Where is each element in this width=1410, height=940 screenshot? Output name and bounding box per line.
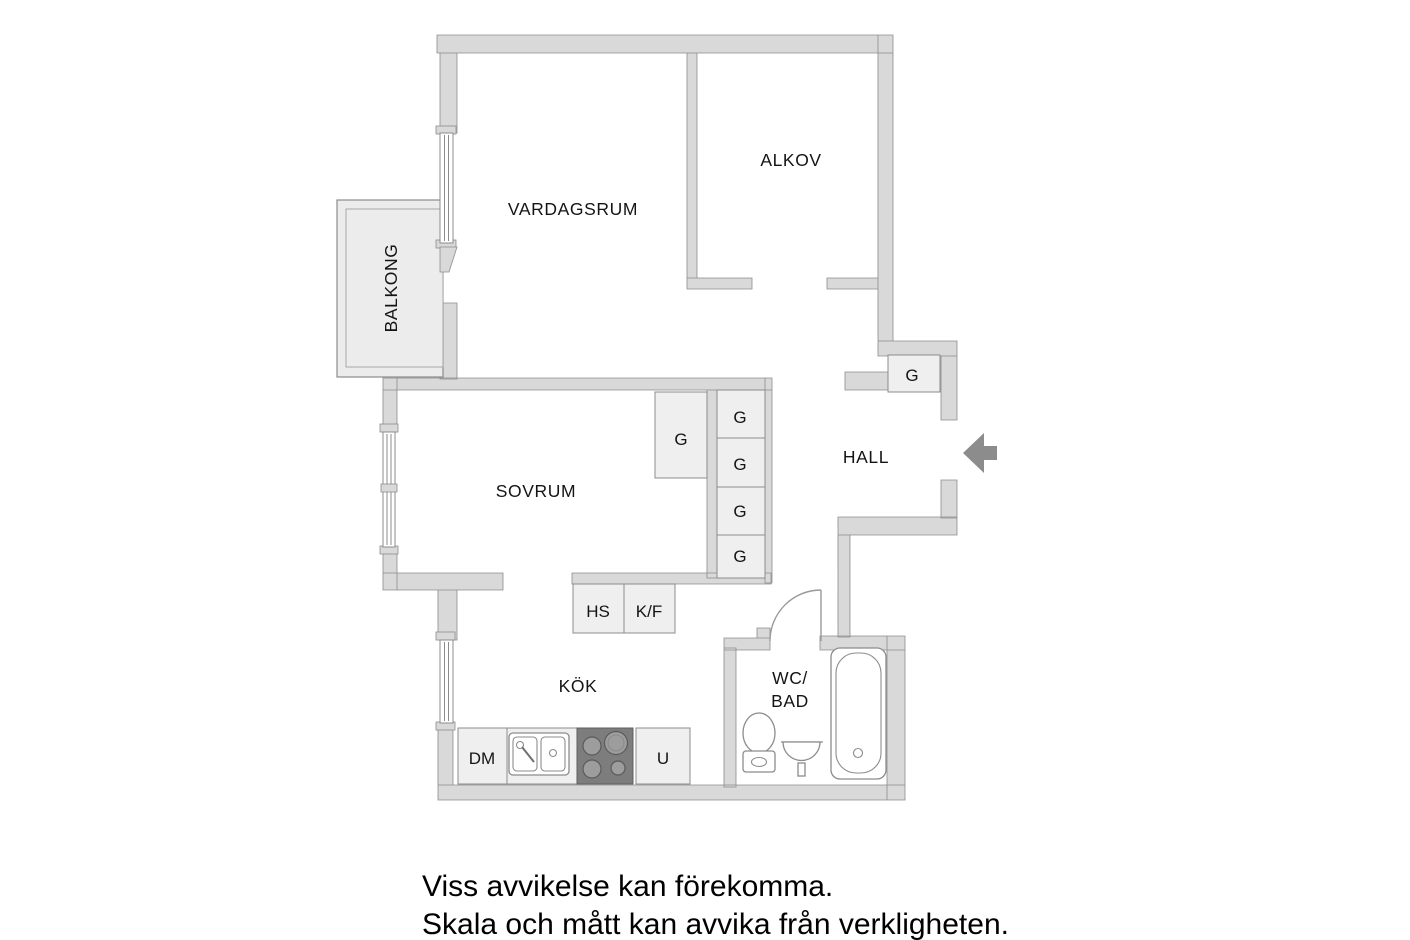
label-wardrobe-2: G <box>733 455 746 474</box>
closets <box>572 354 941 634</box>
fridge-freezer-cabinet <box>623 583 676 634</box>
disclaimer-line-1: Viss avvikelse kan förekomma. <box>422 870 833 903</box>
stove-icon <box>576 727 634 785</box>
room-label-balcony: BALKONG <box>381 244 401 333</box>
label-kitchen-unit: U <box>657 749 669 768</box>
labels: VARDAGSRUM ALKOV BALKONG SOVRUM HALL KÖK… <box>381 150 919 768</box>
kitchen-window <box>439 639 454 724</box>
dishwasher <box>457 727 508 785</box>
label-hall-wardrobe: G <box>905 366 918 385</box>
label-wardrobe-3: G <box>733 502 746 521</box>
disclaimer-line-2: Skala och mått kan avvika från verklighe… <box>422 908 1009 940</box>
room-label-bathroom-2: BAD <box>771 691 809 711</box>
room-label-kitchen: KÖK <box>559 676 598 696</box>
washbasin-icon <box>781 741 823 777</box>
sink-icon <box>508 732 570 776</box>
disclaimer: Viss avvikelse kan förekomma. Skala och … <box>422 870 1009 940</box>
room-label-alcove: ALKOV <box>760 150 821 170</box>
label-wardrobe-1: G <box>733 408 746 427</box>
balcony <box>336 199 444 378</box>
label-wardrobe-4: G <box>733 547 746 566</box>
toilet-icon <box>742 712 776 773</box>
label-linen-cabinet: HS <box>586 602 610 621</box>
balcony-floor <box>345 208 444 368</box>
label-bedroom-wardrobe: G <box>674 430 687 449</box>
bedroom-wardrobe <box>654 391 708 479</box>
balcony-door <box>439 246 458 273</box>
room-label-living-room: VARDAGSRUM <box>508 199 638 219</box>
hall-wardrobe <box>887 354 941 393</box>
room-label-hall: HALL <box>843 447 889 467</box>
kitchen-unit <box>635 727 691 785</box>
entrance-arrow-icon <box>963 433 997 473</box>
room-label-bedroom: SOVRUM <box>496 481 576 501</box>
bathtub-icon <box>830 647 887 780</box>
room-label-bathroom-1: WC/ <box>772 668 808 688</box>
label-dishwasher: DM <box>469 749 495 768</box>
living-room-window <box>439 132 454 244</box>
wardrobe-column <box>716 389 766 579</box>
bathroom-door <box>769 589 822 642</box>
kitchen-counter <box>457 727 691 785</box>
windows <box>379 125 458 731</box>
bathroom-fixtures <box>742 589 887 780</box>
label-fridge-freezer: K/F <box>636 602 662 621</box>
